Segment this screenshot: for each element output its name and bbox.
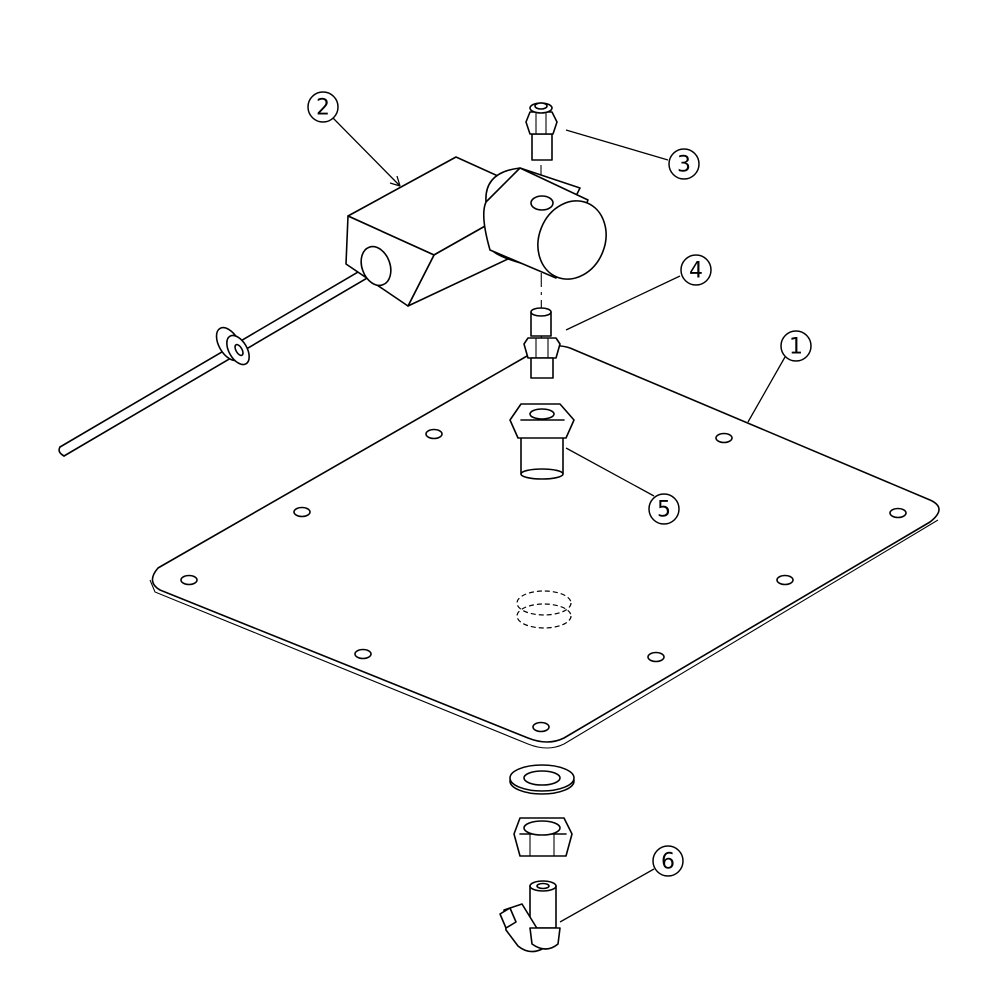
callout-2: 2 xyxy=(307,91,339,123)
plate-hole xyxy=(532,721,550,733)
hex-nut xyxy=(513,817,573,857)
plate-center-hole xyxy=(516,590,572,616)
callout-5-number: 5 xyxy=(657,498,671,523)
plate-hole xyxy=(354,648,372,660)
plate-hole xyxy=(647,651,665,663)
plate-hole xyxy=(889,507,907,519)
elbow-fitting xyxy=(499,880,561,953)
sensor-body xyxy=(58,156,607,457)
top-fitting xyxy=(525,102,558,161)
callout-4: 4 xyxy=(680,254,712,286)
plate-hole xyxy=(715,432,733,444)
callout-1: 1 xyxy=(780,330,812,362)
callout-6-number: 6 xyxy=(661,850,675,875)
leader-lines xyxy=(331,116,786,923)
callout-3: 3 xyxy=(668,148,700,180)
plate-hole xyxy=(776,574,794,586)
sensor-port xyxy=(530,195,554,211)
sensor-cylinder-end xyxy=(537,200,607,280)
hex-nipple xyxy=(523,307,561,379)
hex-bushing xyxy=(509,403,575,480)
plate-hole xyxy=(425,428,443,440)
plate-hole xyxy=(180,574,198,586)
washer xyxy=(509,764,575,795)
callout-3-number: 3 xyxy=(677,153,691,178)
callout-4-number: 4 xyxy=(689,259,703,284)
plate-hole xyxy=(293,506,311,518)
callout-2-number: 2 xyxy=(316,96,330,121)
sensor-bore xyxy=(360,245,392,287)
plate-center-hole-lower xyxy=(516,603,572,629)
callout-6: 6 xyxy=(652,845,684,877)
callout-1-number: 1 xyxy=(789,335,803,360)
callout-5: 5 xyxy=(648,493,680,525)
